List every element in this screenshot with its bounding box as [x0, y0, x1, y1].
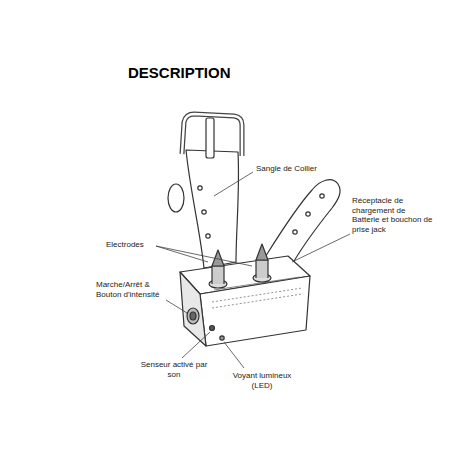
leader-line: [156, 246, 208, 262]
strap-hole: [198, 186, 202, 190]
leader-line: [224, 342, 244, 368]
electrode: [209, 250, 227, 288]
leader-line: [292, 234, 350, 262]
strap-hole: [206, 234, 210, 238]
strap-hole: [306, 212, 310, 216]
leader-line: [156, 246, 252, 266]
leader-lines: [156, 172, 350, 368]
receiver-side: [180, 272, 206, 346]
buckle-prong: [206, 118, 214, 158]
part-label: Voyant lumineux (LED): [222, 371, 302, 390]
strap-hole: [293, 230, 297, 234]
d-ring: [168, 184, 184, 212]
part-label: Réceptacle de chargement de Batterie et …: [352, 196, 434, 234]
part-label: Electrodes: [106, 240, 154, 250]
electrode: [253, 244, 271, 282]
strap-hole: [320, 194, 324, 198]
title: DESCRIPTION: [128, 64, 231, 82]
sound-sensor: [210, 326, 215, 331]
power-knob: [187, 308, 199, 324]
power-knob-center: [190, 312, 196, 320]
leader-line: [166, 300, 187, 313]
leader-line: [182, 332, 210, 358]
grille: [212, 288, 302, 308]
strap-hole: [202, 210, 206, 214]
right-strap: [262, 180, 340, 268]
led: [220, 336, 224, 340]
part-label: Senseur activé par son: [138, 360, 210, 379]
leader-line: [214, 172, 253, 196]
part-label: Sangle de Collier: [256, 164, 346, 174]
left-strap: [186, 150, 239, 268]
receiver-front: [200, 276, 310, 346]
part-label: Marche/Arrêt & Bouton d'intensité: [96, 280, 176, 299]
